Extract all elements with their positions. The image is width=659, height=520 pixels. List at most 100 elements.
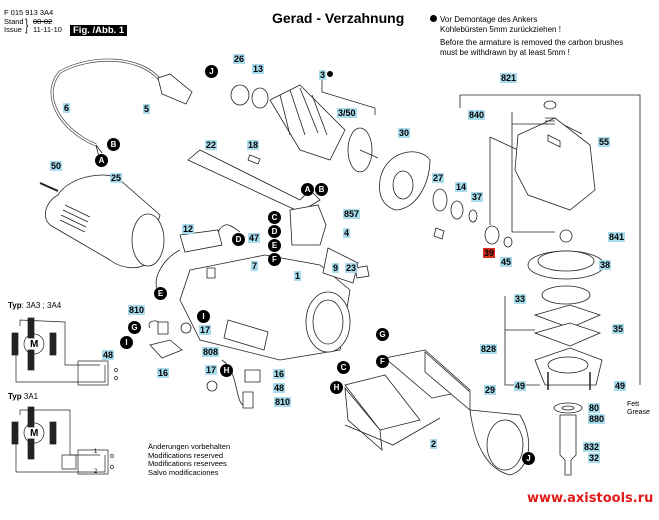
stand-issue-labels: Stand Issue (4, 18, 24, 34)
part-label-13[interactable]: 13 (252, 64, 265, 74)
part-label-3-50[interactable]: 3/50 (337, 108, 357, 118)
part-label-50[interactable]: 50 (50, 161, 63, 171)
part-label-4[interactable]: 4 (343, 228, 351, 238)
switch-pole-1: 1 (94, 449, 98, 455)
part-label-48[interactable]: 48 (102, 350, 115, 360)
wiring-type-3a3-label: Typ: 3A3 ; 3A4 (8, 301, 62, 310)
part-label-6[interactable]: 6 (63, 103, 71, 113)
part-label-17b[interactable]: 17 (205, 365, 218, 375)
part-label-17[interactable]: 17 (199, 325, 212, 335)
part-label-857[interactable]: 857 (343, 209, 361, 219)
connection-marker-e: E (268, 239, 281, 252)
part-label-37[interactable]: 37 (471, 192, 484, 202)
wiring-type-3a1-label: Typ 3A1 (8, 392, 39, 401)
connection-marker-c: C (337, 361, 350, 374)
part-label-2[interactable]: 2 (430, 439, 438, 449)
connection-marker-j: J (205, 65, 218, 78)
note-en-line2: must be withdrawn by at least 5mm ! (440, 48, 570, 57)
part-label-49[interactable]: 49 (514, 381, 527, 391)
bearing-flange-drawing (505, 286, 602, 475)
part-label-5[interactable]: 5 (143, 104, 151, 114)
part-label-810[interactable]: 810 (128, 305, 146, 315)
part-label-12[interactable]: 12 (182, 224, 195, 234)
connection-marker-h: H (220, 364, 233, 377)
note-de-line2: Kohlebürsten 5mm zurückziehen ! (440, 25, 561, 34)
part-label-38[interactable]: 38 (599, 260, 612, 270)
document-code: F 015 913 3A4 (4, 8, 54, 17)
stand-issue-dates: 08-02 11-11-10 (33, 18, 62, 34)
note-en-line1: Before the armature is removed the carbo… (440, 38, 624, 47)
part-label-25[interactable]: 25 (110, 173, 123, 183)
part-label-9[interactable]: 9 (332, 263, 340, 273)
connection-marker-f: F (376, 355, 389, 368)
connection-marker-j: J (522, 452, 535, 465)
fan-guard-drawing (380, 152, 477, 239)
stand-label: Stand (4, 17, 24, 26)
page-title: Gerad - Verzahnung (272, 10, 405, 26)
modification-line: Modifications reserved (148, 450, 224, 460)
grease-en: Grease (627, 409, 650, 416)
part-label-840[interactable]: 840 (468, 110, 486, 120)
issue-date: 11-11-10 (33, 25, 62, 34)
connection-marker-d: D (268, 225, 281, 238)
connection-marker-b: B (315, 183, 328, 196)
motor-symbol-2: M (30, 428, 39, 439)
part-label-808[interactable]: 808 (202, 347, 220, 357)
power-cord-drawing (52, 60, 192, 157)
part-label-828[interactable]: 828 (480, 344, 498, 354)
wiring-diagram-3a3 (12, 318, 118, 385)
part-label-16b[interactable]: 16 (273, 369, 286, 379)
part-label-810b[interactable]: 810 (274, 397, 292, 407)
part-label-23[interactable]: 23 (345, 263, 358, 273)
part-label-32[interactable]: 32 (588, 453, 601, 463)
part-label-47[interactable]: 47 (248, 233, 261, 243)
part-label-1[interactable]: 1 (294, 271, 302, 281)
switch-rod-drawing (188, 150, 320, 212)
part-label-55[interactable]: 55 (598, 137, 611, 147)
part-label-29[interactable]: 29 (484, 385, 497, 395)
part-label-841[interactable]: 841 (608, 232, 626, 242)
field-coils-drawing (345, 350, 470, 450)
connection-marker-b: B (107, 138, 120, 151)
connection-marker-e: E (154, 287, 167, 300)
part-label-39[interactable]: 39 (483, 248, 496, 258)
part-label-26[interactable]: 26 (233, 54, 246, 64)
part-label-880[interactable]: 880 (588, 414, 606, 424)
part-label-27[interactable]: 27 (432, 173, 445, 183)
part-label-35[interactable]: 35 (612, 324, 625, 334)
housing-cover-drawing (40, 175, 164, 268)
connection-marker-a: A (301, 183, 314, 196)
part-label-821[interactable]: 821 (500, 73, 518, 83)
website-link[interactable]: www.axistools.ru (527, 491, 654, 506)
part-label-832[interactable]: 832 (583, 442, 601, 452)
grease-note: Fett Grease (627, 401, 650, 417)
part-label-45[interactable]: 45 (500, 257, 513, 267)
part-label-3[interactable]: 3 (319, 70, 327, 80)
figure-label: Fig. /Abb. 1 (70, 25, 128, 36)
motor-housing-drawing (180, 248, 369, 360)
connection-marker-a: A (95, 154, 108, 167)
part-label-33[interactable]: 33 (514, 294, 527, 304)
fan-baffle-drawing (470, 410, 529, 475)
modification-line: Änderungen vorbehalten (148, 442, 231, 451)
part-label-16[interactable]: 16 (157, 368, 170, 378)
part-label-14[interactable]: 14 (455, 182, 468, 192)
part-label-18[interactable]: 18 (247, 140, 260, 150)
part-label-80[interactable]: 80 (588, 403, 601, 413)
brush-holder-drawing (149, 321, 260, 408)
bullet-icon (430, 15, 437, 22)
connection-marker-g: G (376, 328, 389, 341)
part-label-48b[interactable]: 48 (273, 383, 286, 393)
part-label-49b[interactable]: 49 (614, 381, 627, 391)
part-label-7[interactable]: 7 (251, 261, 259, 271)
connection-marker-f: F (268, 253, 281, 266)
connection-marker-i: I (197, 310, 210, 323)
pinion-drawing (485, 137, 518, 247)
connection-marker-d: D (232, 233, 245, 246)
part-label-30[interactable]: 30 (398, 128, 411, 138)
note-marker-icon (327, 71, 333, 77)
note-de-line1: Vor Demontage des Ankers (440, 15, 538, 24)
part-label-22[interactable]: 22 (205, 140, 218, 150)
brace-symbol: } (25, 17, 29, 34)
